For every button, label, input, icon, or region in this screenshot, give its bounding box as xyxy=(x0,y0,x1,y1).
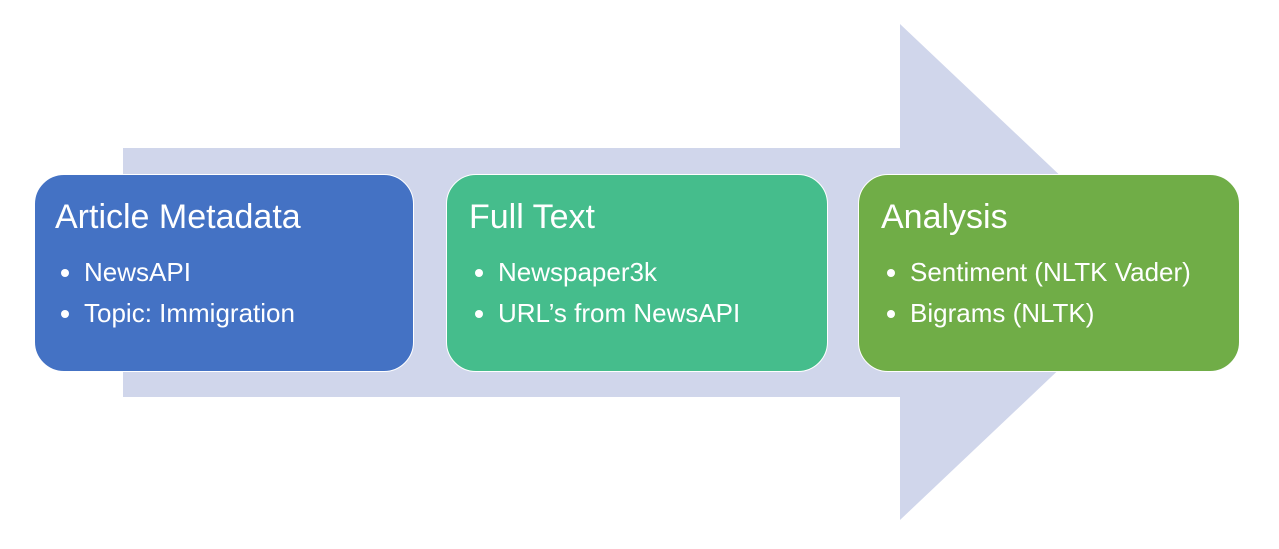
step-title: Article Metadata xyxy=(55,198,301,236)
bullet-icon xyxy=(475,268,483,277)
bullet-text: NewsAPI xyxy=(84,257,191,287)
bullet-item: Newspaper3k xyxy=(469,252,827,293)
bullet-text: Bigrams (NLTK) xyxy=(910,298,1095,328)
bullet-item: Topic: Immigration xyxy=(55,293,413,334)
bullet-item: Sentiment (NLTK Vader) xyxy=(881,252,1239,293)
step-bullet-list: Newspaper3k URL’s from NewsAPI xyxy=(469,252,827,334)
bullet-icon xyxy=(887,268,895,277)
step-box-article-metadata: Article Metadata NewsAPI Topic: Immigrat… xyxy=(34,174,414,372)
bullet-text: Sentiment (NLTK Vader) xyxy=(910,257,1191,287)
bullet-icon xyxy=(61,309,69,318)
step-bullet-list: Sentiment (NLTK Vader) Bigrams (NLTK) xyxy=(881,252,1239,334)
bullet-icon xyxy=(887,309,895,318)
step-title: Full Text xyxy=(469,198,595,236)
step-bullet-list: NewsAPI Topic: Immigration xyxy=(55,252,413,334)
step-box-full-text: Full Text Newspaper3k URL’s from NewsAPI xyxy=(446,174,828,372)
step-box-analysis: Analysis Sentiment (NLTK Vader) Bigrams … xyxy=(858,174,1240,372)
bullet-item: NewsAPI xyxy=(55,252,413,293)
bullet-text: Newspaper3k xyxy=(498,257,657,287)
bullet-icon xyxy=(61,268,69,277)
bullet-text: Topic: Immigration xyxy=(84,298,295,328)
bullet-item: URL’s from NewsAPI xyxy=(469,293,827,334)
bullet-text: URL’s from NewsAPI xyxy=(498,298,741,328)
bullet-icon xyxy=(475,309,483,318)
step-title: Analysis xyxy=(881,198,1008,236)
bullet-item: Bigrams (NLTK) xyxy=(881,293,1239,334)
